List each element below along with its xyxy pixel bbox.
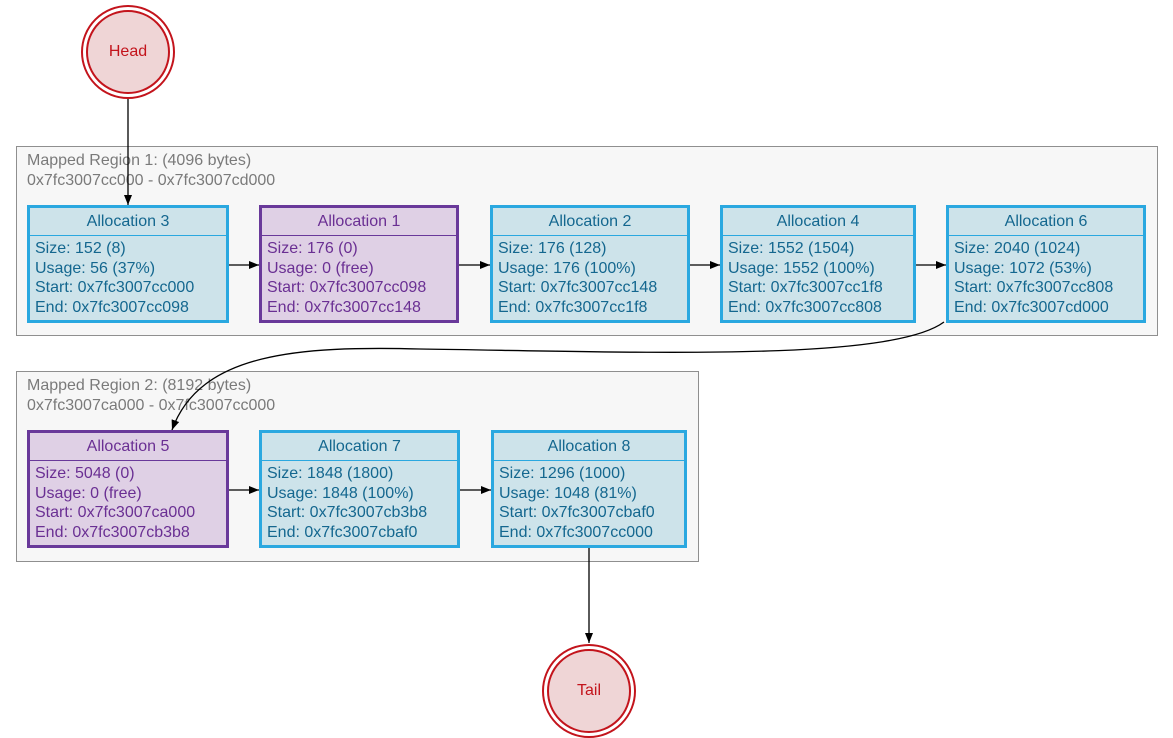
region-1-title: Mapped Region 1: (4096 bytes)	[27, 152, 252, 169]
tail-node: Tail	[542, 644, 636, 738]
head-label: Head	[86, 10, 170, 94]
region-2-range: 0x7fc3007ca000 - 0x7fc3007cc000	[27, 397, 276, 414]
allocation-title: Allocation 8	[494, 433, 684, 461]
allocation-start: Start: 0x7fc3007cc148	[498, 279, 658, 296]
allocation-size: Size: 1848 (1800)	[267, 465, 394, 482]
allocation-node: Allocation 8 Size: 1296 (1000) Usage: 10…	[491, 430, 687, 548]
allocation-size: Size: 5048 (0)	[35, 465, 135, 482]
allocation-node: Allocation 1 Size: 176 (0) Usage: 0 (fre…	[259, 205, 459, 323]
allocation-start: Start: 0x7fc3007cc000	[35, 279, 195, 296]
allocation-end: End: 0x7fc3007cb3b8	[35, 523, 190, 541]
allocation-node: Allocation 5 Size: 5048 (0) Usage: 0 (fr…	[27, 430, 229, 548]
allocation-title: Allocation 2	[493, 208, 687, 236]
allocation-end: End: 0x7fc3007cc098	[35, 298, 189, 316]
head-node: Head	[81, 5, 175, 99]
allocation-end: End: 0x7fc3007cc808	[728, 298, 882, 316]
allocation-node: Allocation 6 Size: 2040 (1024) Usage: 10…	[946, 205, 1146, 323]
allocation-size: Size: 1296 (1000)	[499, 465, 626, 482]
allocation-usage: Usage: 1072 (53%)	[954, 259, 1092, 277]
allocation-usage: Usage: 1552 (100%)	[728, 259, 875, 277]
allocation-title: Allocation 7	[262, 433, 457, 461]
allocation-size: Size: 1552 (1504)	[728, 240, 855, 257]
allocation-usage: Usage: 1048 (81%)	[499, 484, 637, 502]
allocation-start: Start: 0x7fc3007cc098	[267, 279, 427, 296]
allocation-title: Allocation 4	[723, 208, 913, 236]
allocation-end: End: 0x7fc3007cc1f8	[498, 298, 648, 316]
region-2-title: Mapped Region 2: (8192 bytes)	[27, 377, 252, 394]
region-2-label: Mapped Region 2: (8192 bytes) 0x7fc3007c…	[27, 376, 275, 416]
allocation-end: End: 0x7fc3007cd000	[954, 298, 1109, 316]
edge-allocation-6-to-5	[171, 321, 945, 431]
allocation-usage: Usage: 176 (100%)	[498, 259, 636, 277]
allocation-end: End: 0x7fc3007cc000	[499, 523, 653, 541]
allocation-usage: Usage: 0 (free)	[35, 484, 142, 502]
allocation-title: Allocation 1	[262, 208, 456, 236]
allocation-title: Allocation 6	[949, 208, 1143, 236]
allocation-node: Allocation 4 Size: 1552 (1504) Usage: 15…	[720, 205, 916, 323]
allocation-node: Allocation 3 Size: 152 (8) Usage: 56 (37…	[27, 205, 229, 323]
allocation-usage: Usage: 0 (free)	[267, 259, 374, 277]
allocation-node: Allocation 2 Size: 176 (128) Usage: 176 …	[490, 205, 690, 323]
allocation-start: Start: 0x7fc3007cb3b8	[267, 504, 428, 521]
allocation-size: Size: 176 (0)	[267, 240, 358, 257]
allocation-size: Size: 152 (8)	[35, 240, 126, 257]
region-1-range: 0x7fc3007cc000 - 0x7fc3007cd000	[27, 172, 276, 189]
allocation-size: Size: 176 (128)	[498, 240, 607, 257]
allocation-start: Start: 0x7fc3007ca000	[35, 504, 196, 521]
allocation-title: Allocation 3	[30, 208, 226, 236]
allocation-title: Allocation 5	[30, 433, 226, 461]
allocation-node: Allocation 7 Size: 1848 (1800) Usage: 18…	[259, 430, 460, 548]
allocation-usage: Usage: 56 (37%)	[35, 259, 156, 277]
allocation-end: End: 0x7fc3007cc148	[267, 298, 421, 316]
allocation-start: Start: 0x7fc3007cbaf0	[499, 504, 655, 521]
allocation-start: Start: 0x7fc3007cc1f8	[728, 279, 883, 296]
allocation-size: Size: 2040 (1024)	[954, 240, 1081, 257]
allocation-usage: Usage: 1848 (100%)	[267, 484, 414, 502]
tail-label: Tail	[547, 649, 631, 733]
allocation-start: Start: 0x7fc3007cc808	[954, 279, 1114, 296]
allocation-end: End: 0x7fc3007cbaf0	[267, 523, 418, 541]
region-1-label: Mapped Region 1: (4096 bytes) 0x7fc3007c…	[27, 151, 275, 191]
